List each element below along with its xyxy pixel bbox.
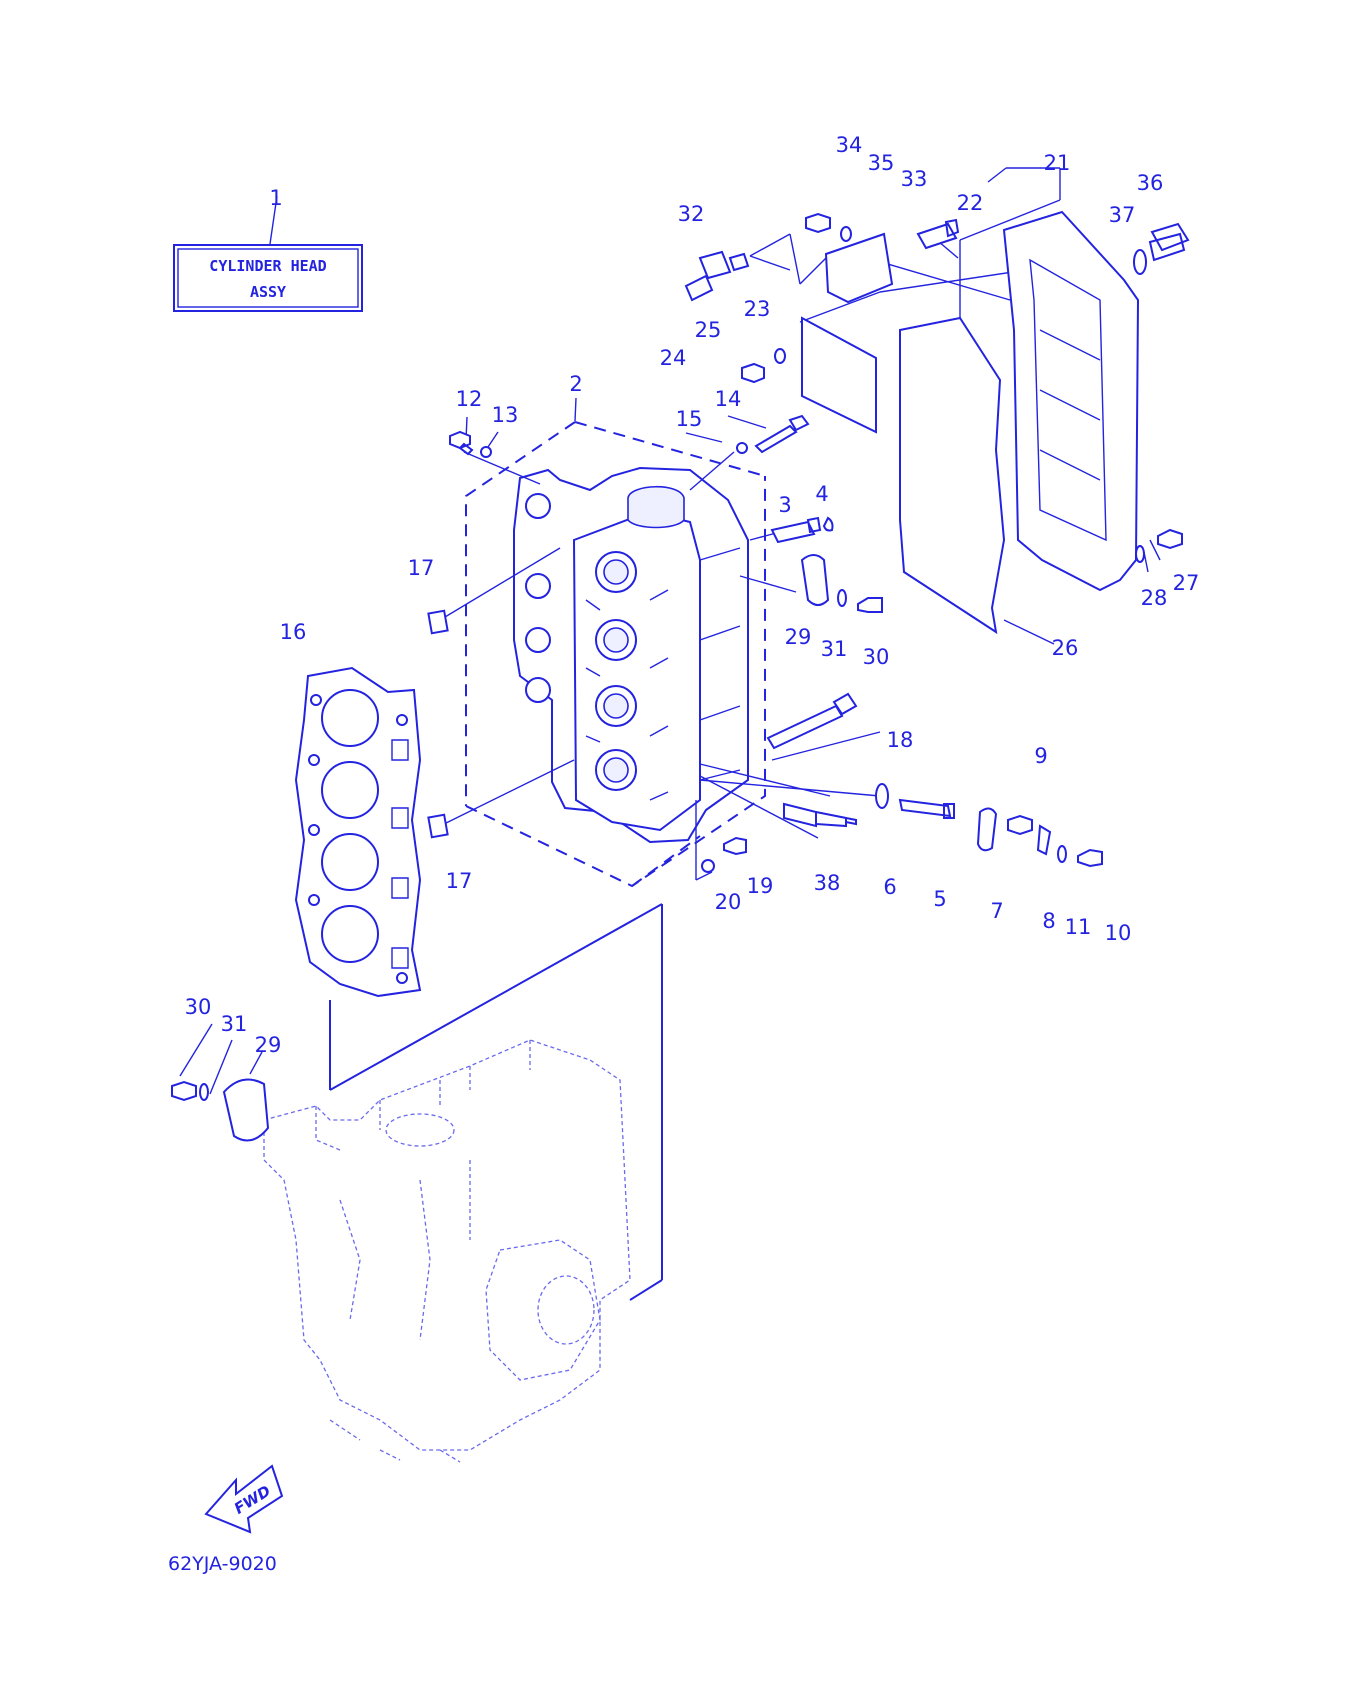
callout-16: 16: [280, 620, 307, 644]
callout-24: 24: [660, 346, 687, 370]
callout-36: 36: [1137, 171, 1164, 195]
assembly-label-box: CYLINDER HEAD ASSY: [173, 244, 363, 312]
callout-5: 5: [933, 887, 946, 911]
callout-17-lower: 17: [446, 869, 473, 893]
callout-19: 19: [747, 874, 774, 898]
callout-11: 11: [1065, 915, 1092, 939]
callout-22: 22: [957, 191, 984, 215]
callout-38: 38: [814, 871, 841, 895]
callout-numbers: 1 2 3 4 5 6 7 8 9 10 11 12 13 14 15 16 1…: [185, 133, 1200, 1057]
cylinder-block: [263, 1039, 631, 1463]
callout-6: 6: [883, 875, 896, 899]
callout-13: 13: [492, 403, 519, 427]
cylinder-head: [513, 466, 749, 844]
assembly-label-line2: ASSY: [250, 283, 286, 301]
assembly-label-line1: CYLINDER HEAD: [209, 257, 326, 275]
callout-17-upper: 17: [408, 556, 435, 580]
cylinder-head-assembly-outline: [465, 421, 766, 888]
callout-26: 26: [1052, 636, 1079, 660]
callout-4: 4: [815, 482, 828, 506]
callout-3: 3: [778, 493, 791, 517]
callout-29-upper: 29: [785, 625, 812, 649]
callout-23: 23: [744, 297, 771, 321]
callout-21: 21: [1044, 151, 1071, 175]
callout-1: 1: [269, 186, 282, 210]
callout-27: 27: [1173, 571, 1200, 595]
head-gasket: [294, 666, 422, 998]
callout-8: 8: [1042, 909, 1055, 933]
callout-25: 25: [695, 318, 722, 342]
callout-20: 20: [715, 890, 742, 914]
callout-7: 7: [990, 899, 1003, 923]
callout-35: 35: [868, 151, 895, 175]
callout-10: 10: [1105, 921, 1132, 945]
callout-37: 37: [1109, 203, 1136, 227]
callout-34: 34: [836, 133, 863, 157]
forward-direction-arrow: FWD: [204, 1464, 284, 1534]
callout-30-lower: 30: [185, 995, 212, 1019]
callout-2: 2: [569, 372, 582, 396]
callout-12: 12: [456, 387, 483, 411]
diagram-code: 62YJA-9020: [168, 1553, 277, 1575]
callout-31-upper: 31: [821, 637, 848, 661]
callout-15: 15: [676, 407, 703, 431]
callout-14: 14: [715, 387, 742, 411]
callout-28: 28: [1141, 586, 1168, 610]
callout-32: 32: [678, 202, 705, 226]
callout-31-lower: 31: [221, 1012, 248, 1036]
callout-9: 9: [1034, 744, 1047, 768]
callout-30-upper: 30: [863, 645, 890, 669]
small-parts: [171, 210, 1190, 1142]
callout-33: 33: [901, 167, 928, 191]
callout-29-lower: 29: [255, 1033, 282, 1057]
callout-18: 18: [887, 728, 914, 752]
